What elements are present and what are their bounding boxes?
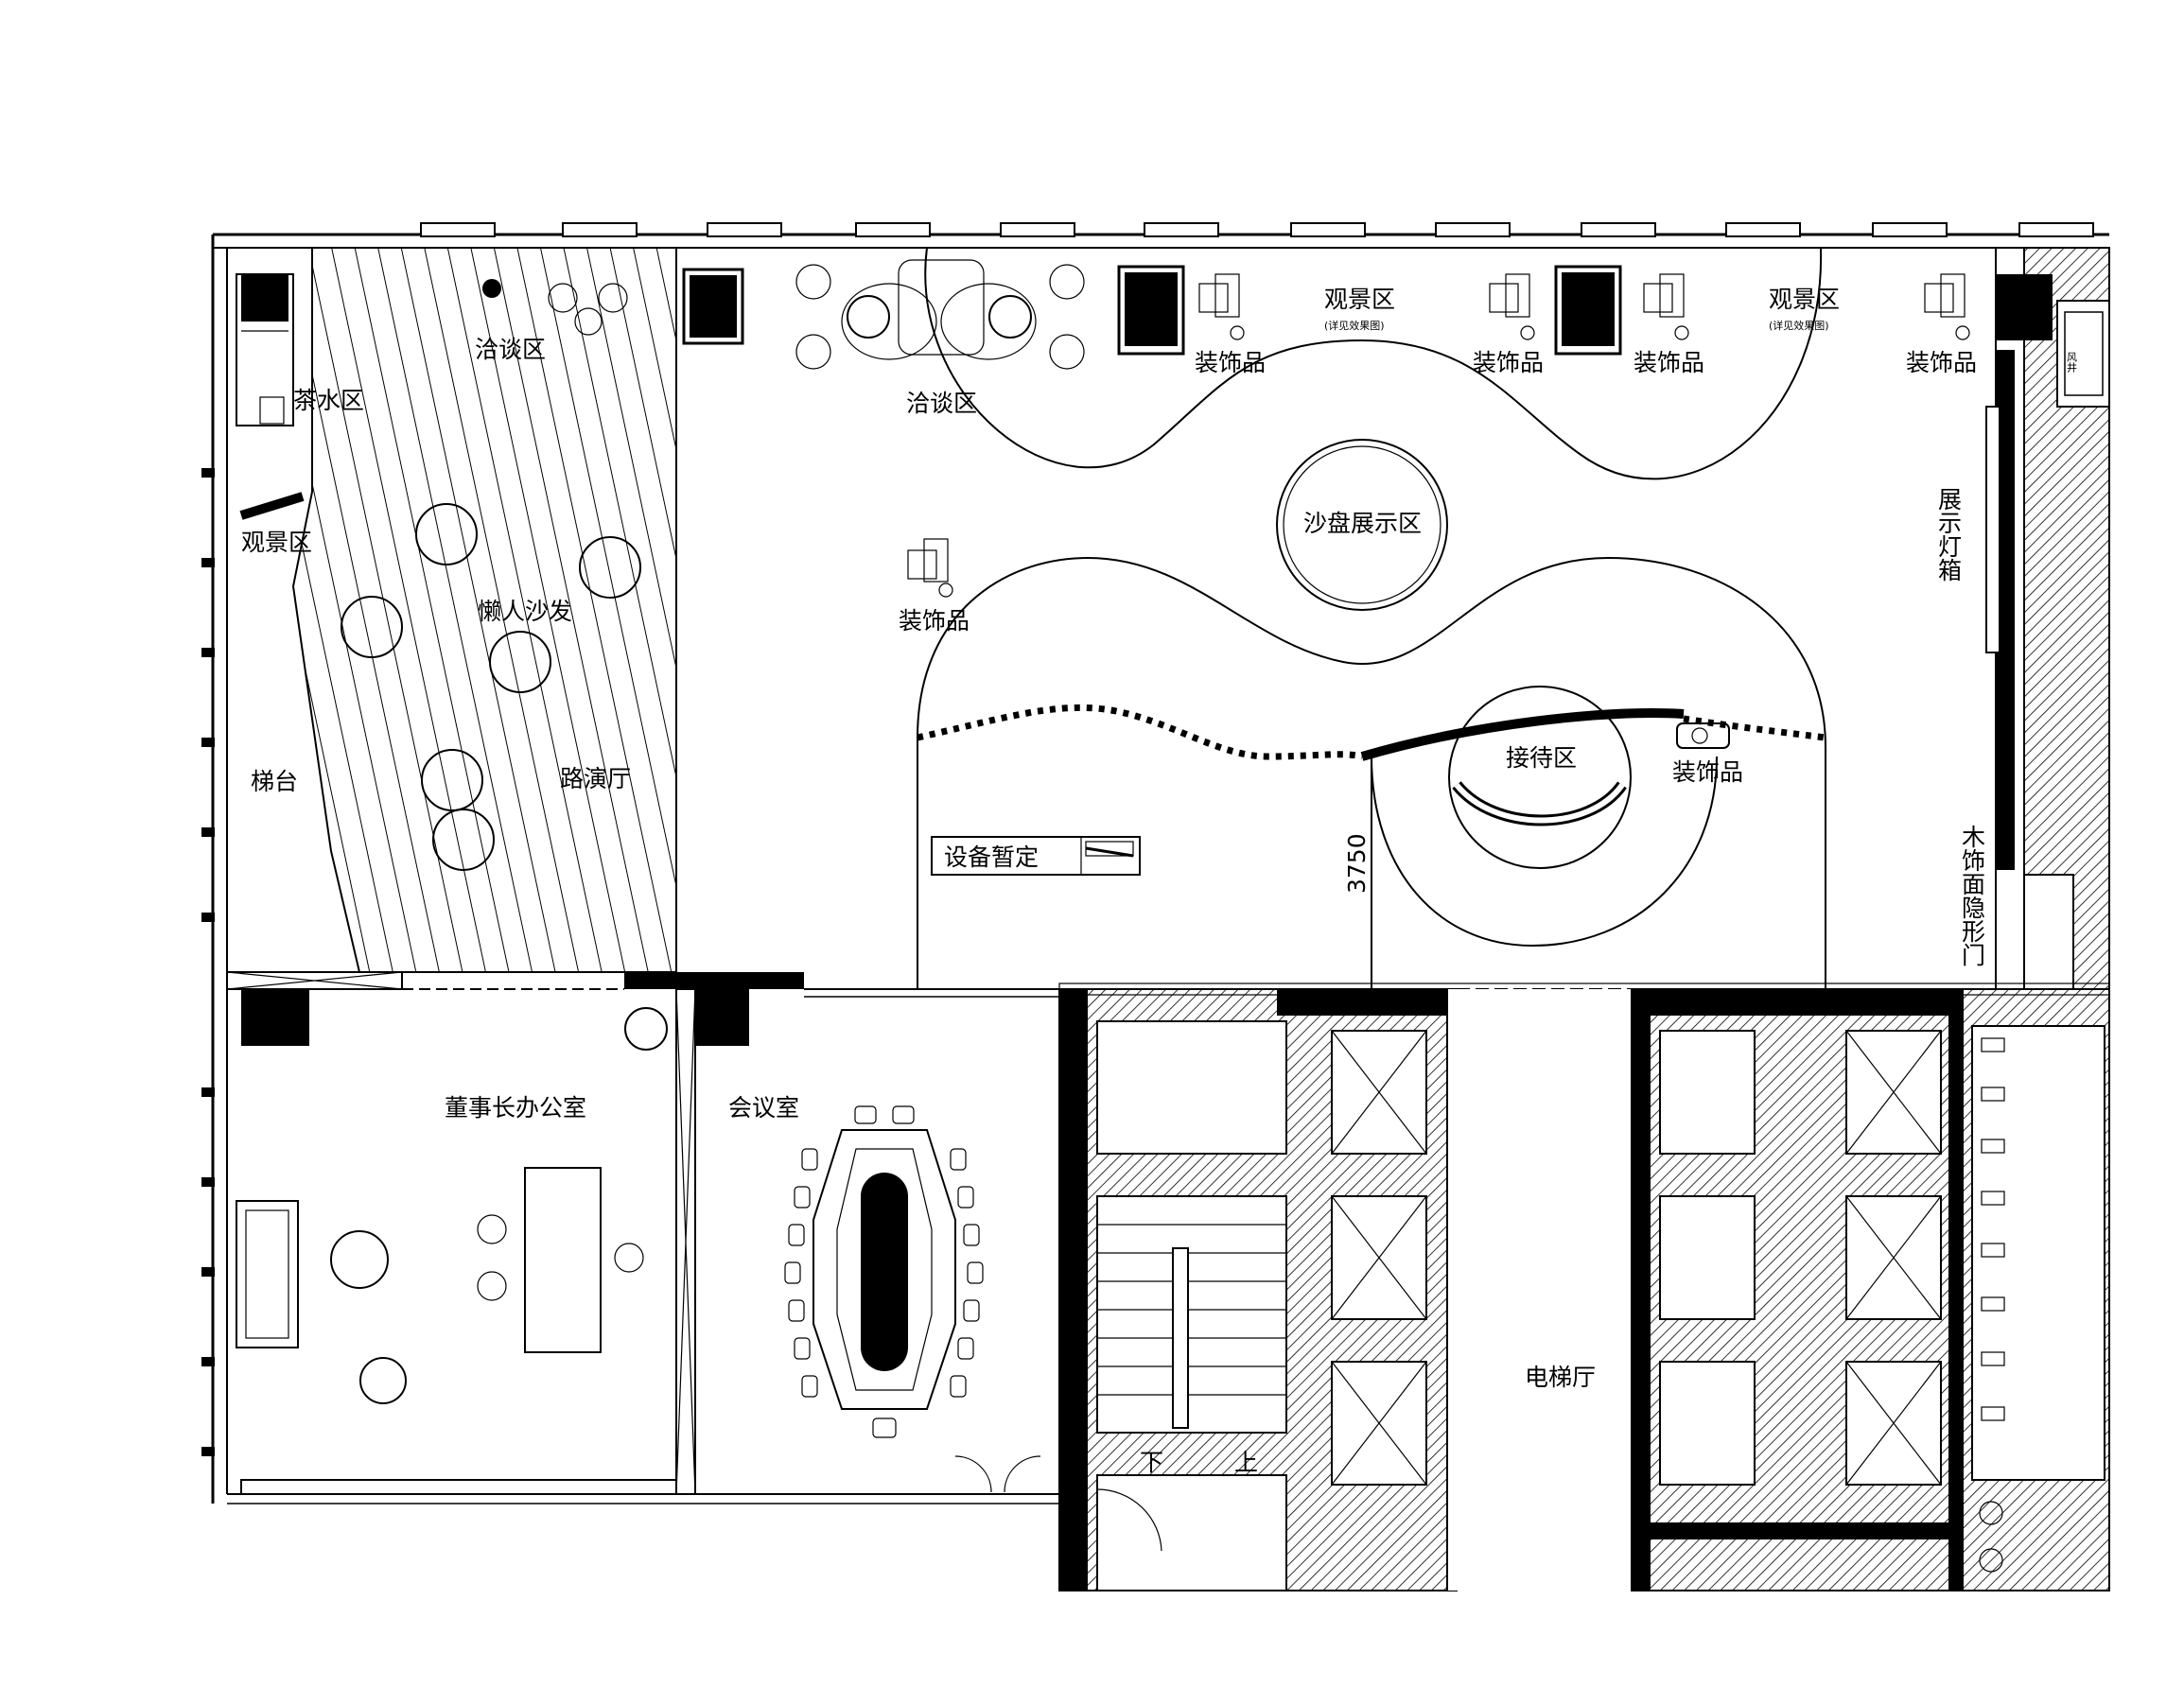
label-wind: 风井	[2066, 352, 2078, 374]
roadshow-floor	[291, 247, 677, 973]
decor-icon	[1489, 273, 1535, 340]
label-stairs: 梯台	[251, 768, 298, 795]
label-view-left: 观景区	[241, 529, 312, 556]
label-decor-1: 装饰品	[1195, 349, 1266, 376]
label-view-note-1: (详见效果图)	[1324, 319, 1385, 332]
label-negotiation-top: 洽谈区	[906, 390, 977, 417]
label-negotiation-left: 洽谈区	[475, 336, 546, 363]
label-tea-area: 茶水区	[293, 387, 364, 414]
label-decor-6: 装饰品	[1672, 758, 1743, 786]
left-wall	[201, 235, 228, 1504]
beanbag-sofas	[341, 503, 641, 871]
label-elevator-hall: 电梯厅	[1525, 1364, 1596, 1391]
window-mullions	[420, 222, 2094, 237]
decor-icon	[907, 538, 953, 598]
label-decor-5: 装饰品	[899, 607, 970, 635]
label-equipment: 设备暂定	[944, 844, 1039, 871]
label-decor-4: 装饰品	[1906, 349, 1977, 376]
label-sand-table: 沙盘展示区	[1303, 510, 1422, 537]
building-core	[1058, 983, 2110, 1591]
chairman-office	[227, 988, 1059, 1504]
label-roadshow: 路演厅	[560, 765, 631, 792]
label-decor-3: 装饰品	[1634, 349, 1704, 376]
lounge-seating	[795, 259, 1085, 370]
label-dimension: 3750	[1343, 833, 1371, 894]
dotted-wave	[917, 704, 1826, 761]
meeting-chairs	[784, 1105, 984, 1438]
top-facade	[213, 222, 2109, 249]
label-meeting: 会议室	[728, 1094, 799, 1122]
label-up: 上	[1234, 1449, 1258, 1476]
room-labels: 茶水区 洽谈区 洽谈区 观景区 观景区 (详见效果图) 观景区 (详见效果图) …	[241, 286, 2078, 1476]
label-reception: 接待区	[1506, 744, 1577, 772]
meeting-room	[694, 989, 1041, 1494]
label-hidden-door: 木饰面隐形门	[1959, 825, 1986, 966]
decor-icon	[1643, 273, 1689, 340]
tea-counter	[236, 273, 294, 426]
equipment-box	[931, 836, 1141, 876]
decor-icons	[907, 273, 1970, 598]
decor-icon	[1198, 273, 1245, 340]
right-wall	[1985, 247, 2110, 990]
label-chairman: 董事长办公室	[445, 1094, 586, 1122]
curved-zones	[917, 247, 1826, 989]
negotiation-chairs-left	[482, 279, 628, 336]
label-down: 下	[1140, 1449, 1163, 1476]
label-view-note-2: (详见效果图)	[1769, 319, 1829, 332]
label-beanbag: 懒人沙发	[478, 598, 572, 625]
decor-icon	[1924, 273, 1970, 340]
label-decor-2: 装饰品	[1473, 349, 1544, 376]
reception-zone	[1371, 686, 1730, 989]
label-view-2: 观景区	[1769, 286, 1840, 313]
label-view-1: 观景区	[1324, 286, 1395, 313]
telescope-icon	[239, 492, 305, 520]
label-lightbox: 展示灯箱	[1935, 487, 1963, 582]
